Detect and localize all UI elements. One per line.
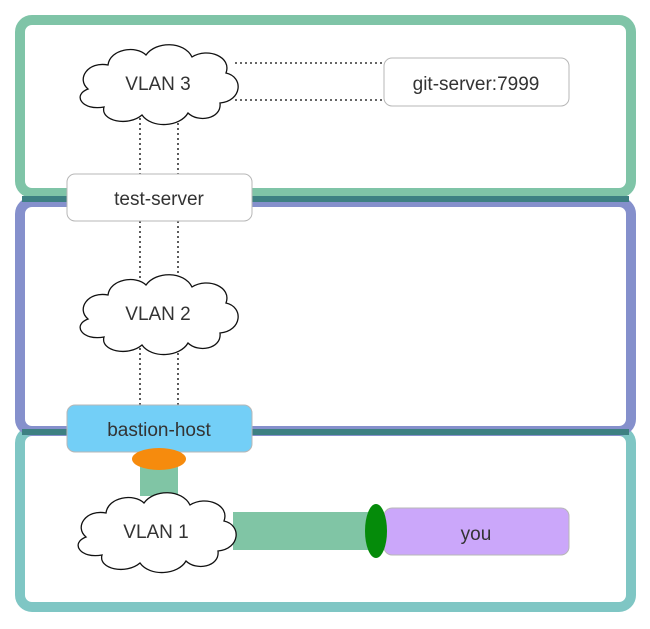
- cloud-vlan2: VLAN 2: [79, 274, 239, 356]
- host-git-server: git-server:7999: [383, 57, 570, 107]
- dotted-links: [139, 62, 384, 406]
- tunnel-vlan1-you: [233, 512, 378, 550]
- cloud-vlan1: VLAN 1: [77, 492, 237, 574]
- cloud-vlan3: VLAN 3: [79, 44, 239, 126]
- cloud-vlan3-label: VLAN 3: [125, 74, 190, 95]
- cloud-vlan1-label: VLAN 1: [123, 522, 188, 543]
- green-port-marker: [365, 504, 387, 558]
- host-git-server-label: git-server:7999: [413, 74, 540, 95]
- host-test-server-label: test-server: [114, 189, 204, 210]
- host-you: you: [383, 507, 570, 556]
- host-test-server: test-server: [66, 173, 253, 222]
- host-bastion: bastion-host: [66, 404, 253, 453]
- orange-port-marker: [132, 448, 186, 470]
- host-bastion-label: bastion-host: [107, 420, 211, 441]
- host-you-label: you: [461, 524, 492, 545]
- cloud-vlan2-label: VLAN 2: [125, 304, 190, 325]
- zone-vlan3: [15, 15, 636, 198]
